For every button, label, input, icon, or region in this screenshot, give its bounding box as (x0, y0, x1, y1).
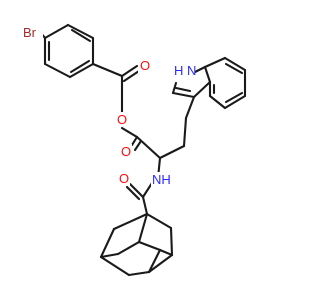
bond (137, 212, 149, 244)
bromine-atom-label: Br (23, 25, 37, 40)
bond (141, 195, 149, 216)
bond (223, 94, 247, 110)
bond (224, 91, 244, 104)
atom-labels: Br O O O O H N NH (21, 25, 196, 187)
amide-nh-label: NH (152, 172, 171, 187)
bond (137, 240, 162, 252)
bond (174, 86, 192, 93)
bond (70, 28, 92, 43)
bond (145, 212, 173, 230)
bond (66, 23, 95, 40)
indole-nh-label: H N (174, 63, 196, 78)
carbonyl-oxygen-label: O (121, 144, 131, 159)
bond (112, 212, 149, 231)
bond (158, 248, 174, 257)
bond (182, 116, 188, 148)
bond (128, 182, 145, 199)
bond (141, 181, 154, 199)
bond (68, 62, 95, 79)
bond (208, 94, 227, 110)
amide-oxygen-label: O (119, 171, 129, 186)
bond (192, 80, 212, 99)
bond (125, 185, 141, 201)
bond (224, 62, 244, 75)
bond (203, 65, 212, 84)
bond (43, 23, 70, 40)
bond (120, 126, 139, 139)
bond (184, 95, 196, 120)
bond (99, 227, 116, 259)
bond (169, 226, 174, 257)
bond (43, 62, 72, 79)
bond (120, 64, 139, 78)
bond (158, 144, 186, 160)
bond (203, 56, 227, 69)
bond (133, 139, 143, 152)
bond (171, 91, 196, 99)
bond (69, 59, 91, 74)
bond (223, 56, 247, 72)
bond (127, 270, 151, 277)
ketone-oxygen-label: O (140, 58, 150, 73)
molecule-structure: Br O O O O H N NH (21, 23, 247, 277)
bond (91, 62, 124, 78)
ester-oxygen-label: O (117, 112, 127, 127)
bond (116, 240, 141, 256)
bond (99, 255, 131, 277)
bond (99, 252, 120, 259)
bond (135, 135, 162, 160)
bond (122, 69, 141, 83)
bond (147, 253, 174, 274)
bonds (39, 23, 247, 277)
bond (147, 248, 162, 274)
bond (130, 135, 139, 147)
bond (171, 81, 178, 95)
